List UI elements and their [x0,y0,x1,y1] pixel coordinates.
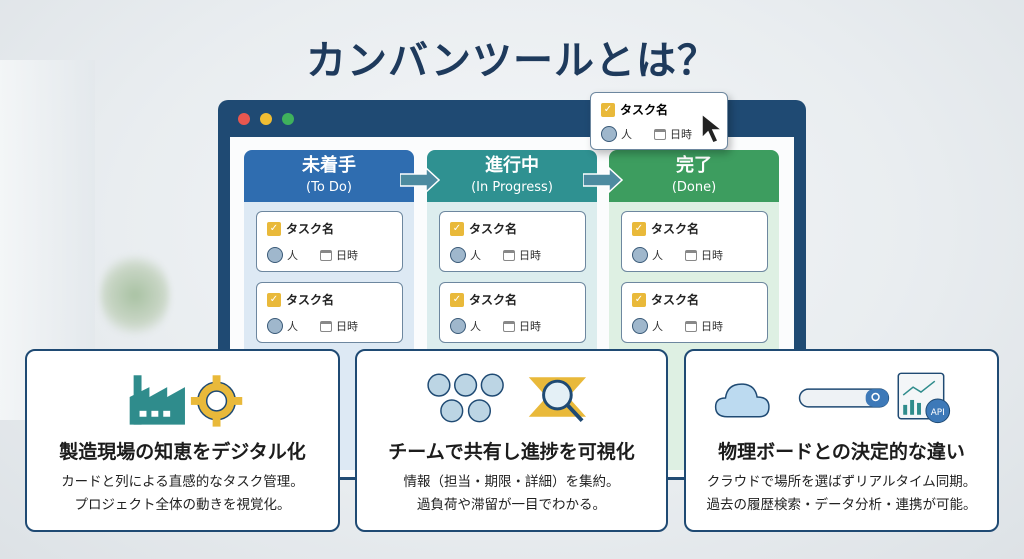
magnifier-icon [528,377,587,423]
close-dot-icon[interactable] [238,113,250,125]
feature-text: 情報（担当・期限・詳細）を集約。 [403,474,620,490]
assignee: 人 [470,249,481,262]
due-date: 日時 [519,249,541,262]
assignee: 人 [287,320,298,333]
feature-card-cloud: API 物理ボードとの決定的な違い クラウドで場所を選ばずリアルタイム同期。過去… [684,349,999,532]
due-date: 日時 [336,249,358,262]
person-icon [450,247,466,263]
checkbox-icon[interactable]: ✓ [632,221,646,236]
calendar-icon [654,128,666,140]
column-header: 進行中 (In Progress) [427,150,597,202]
calendar-icon [685,320,697,332]
due-date: 日時 [670,128,692,141]
task-name: タスク名 [469,222,518,236]
task-card[interactable]: ✓ タスク名 人 日時 [621,211,768,272]
background-plant [100,250,170,340]
column-subtitle: (In Progress) [471,180,553,195]
checkbox-icon[interactable]: ✓ [450,292,464,307]
due-date: 日時 [701,249,723,262]
checkbox-icon[interactable]: ✓ [632,292,646,307]
task-card[interactable]: ✓ タスク名 人 日時 [256,211,403,272]
calendar-icon [503,320,515,332]
calendar-icon [320,249,332,261]
person-icon [450,318,466,334]
flow-arrow-icon [583,167,623,193]
checkbox-icon[interactable]: ✓ [267,292,281,307]
minimize-dot-icon[interactable] [260,113,272,125]
dragged-card[interactable]: ✓ タスク名 人 日時 [590,92,728,150]
feature-text: 過負荷や滞留が一目でわかる。 [417,497,606,513]
feature-heading: チームで共有し進捗を可視化 [388,441,635,463]
feature-text: カードと列による直感的なタスク管理。 [61,474,304,490]
task-card[interactable]: ✓ タスク名 人 日時 [439,211,586,272]
task-name: タスク名 [286,222,335,236]
due-date: 日時 [701,320,723,333]
column-header: 完了 (Done) [609,150,779,202]
search-bar-icon [798,388,890,408]
column-title: 完了 [676,155,712,176]
assignee: 人 [652,249,663,262]
page-title: カンバンツールとは？ [306,38,718,84]
assignee: 人 [287,249,298,262]
feature-text: 過去の履歴検索・データ分析・連携が可能。 [706,497,977,513]
team-magnifier-icon [427,373,587,423]
factory-icon [129,375,185,425]
task-card[interactable]: ✓ タスク名 人 日時 [439,282,586,343]
checkbox-icon[interactable]: ✓ [450,221,464,236]
team-icon [427,373,504,423]
factory-gear-icon [129,375,243,427]
checkbox-icon[interactable]: ✓ [267,221,281,236]
cloud-icon [714,383,770,418]
calendar-icon [320,320,332,332]
calendar-icon [503,249,515,261]
due-date: 日時 [336,320,358,333]
task-card[interactable]: ✓ タスク名 人 日時 [256,282,403,343]
feature-card-team: チームで共有し進捗を可視化 情報（担当・期限・詳細）を集約。過負荷や滞留が一目で… [355,349,668,532]
feature-heading: 物理ボードとの決定的な違い [718,441,965,463]
flow-arrow-icon [400,167,440,193]
checkbox-icon[interactable]: ✓ [601,102,615,117]
task-name: タスク名 [651,222,700,236]
feature-heading: 製造現場の知恵をデジタル化 [59,441,306,463]
assignee: 人 [652,320,663,333]
feature-card-digital: 製造現場の知恵をデジタル化 カードと列による直感的なタスク管理。プロジェクト全体… [25,349,340,532]
column-title: 進行中 [485,155,539,176]
task-name: タスク名 [286,293,335,307]
api-chart-icon: API [897,372,951,424]
maximize-dot-icon[interactable] [282,113,294,125]
cloud-search-api-icon: API [714,372,951,424]
mouse-cursor-icon [701,112,725,144]
column-subtitle: (To Do) [306,180,352,195]
task-name: タスク名 [469,293,518,307]
gear-icon [190,375,243,427]
due-date: 日時 [519,320,541,333]
person-icon [601,126,617,142]
column-subtitle: (Done) [671,180,717,195]
person-icon [267,318,283,334]
feature-text: クラウドで場所を選ばずリアルタイム同期。 [706,474,977,490]
column-header: 未着手 (To Do) [244,150,414,202]
person-icon [267,247,283,263]
assignee: 人 [621,128,632,141]
task-card[interactable]: ✓ タスク名 人 日時 [621,282,768,343]
column-title: 未着手 [302,155,356,176]
feature-text: プロジェクト全体の動きを視覚化。 [74,497,291,513]
calendar-icon [685,249,697,261]
assignee: 人 [470,320,481,333]
person-icon [632,318,648,334]
api-label: API [931,408,945,418]
person-icon [632,247,648,263]
task-name: タスク名 [620,103,669,117]
task-name: タスク名 [651,293,700,307]
